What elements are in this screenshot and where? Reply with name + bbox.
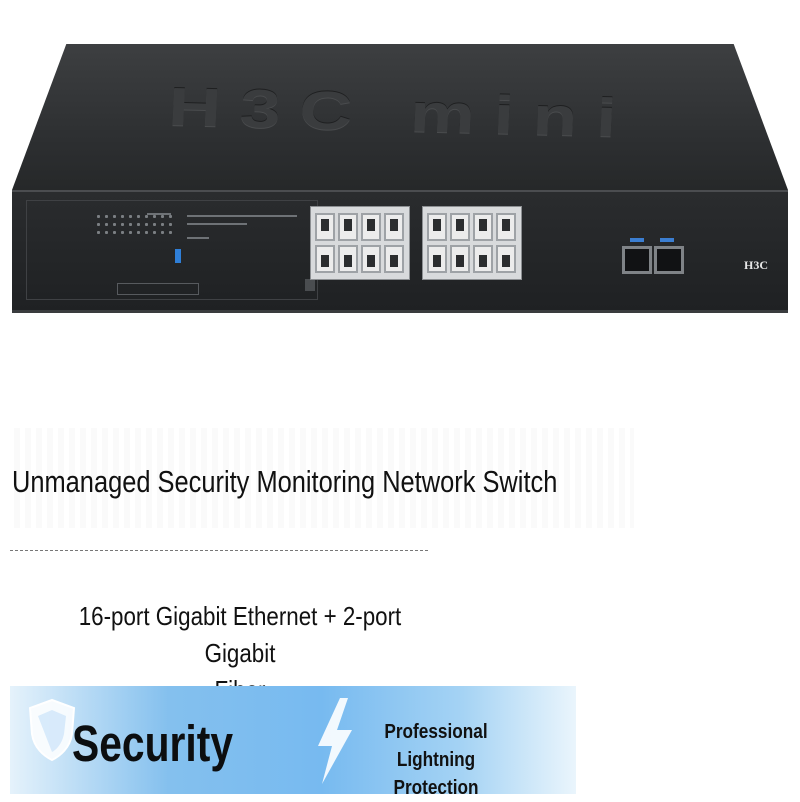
dashed-divider: [10, 550, 428, 551]
rj45-port: [473, 213, 493, 241]
port-status-led: [129, 223, 132, 226]
port-status-led: [137, 215, 140, 218]
product-image-network-switch: H3C mini H3C: [12, 44, 788, 334]
panel-label-mark: [187, 215, 297, 217]
rj45-port: [450, 245, 470, 273]
sfp-led: [660, 238, 674, 242]
decorative-ghost-band: [14, 428, 634, 528]
port-status-led: [145, 231, 148, 234]
port-status-led: [161, 215, 164, 218]
shield-icon: [28, 698, 76, 762]
spec-line-1: 16-port Gigabit Ethernet + 2-port Gigabi…: [78, 601, 402, 668]
port-status-led: [97, 223, 100, 226]
port-status-led: [161, 231, 164, 234]
switch-front-panel: H3C: [12, 190, 788, 313]
rj45-port: [496, 245, 516, 273]
status-panel: [26, 200, 318, 300]
rj45-port: [473, 245, 493, 273]
rj45-port: [496, 213, 516, 241]
port-status-led: [145, 223, 148, 226]
embossed-logo: H3C mini: [167, 76, 637, 150]
switch-top-cover: [12, 44, 788, 190]
rj45-port: [450, 213, 470, 241]
port-status-led: [105, 223, 108, 226]
port-status-led: [145, 215, 148, 218]
product-title: Unmanaged Security Monitoring Network Sw…: [12, 464, 558, 499]
power-led: [175, 249, 181, 263]
port-status-led: [153, 223, 156, 226]
rj45-port: [338, 245, 358, 273]
port-status-led: [113, 223, 116, 226]
lightning-icon: [318, 698, 352, 784]
panel-label-mark: [187, 223, 247, 225]
status-led-grid: [97, 215, 187, 241]
sfp-led: [630, 238, 644, 242]
port-status-led: [121, 223, 124, 226]
port-status-led: [169, 223, 172, 226]
port-status-led: [105, 231, 108, 234]
security-label: Security: [72, 715, 234, 772]
rj45-port-block-right: [422, 206, 522, 280]
rj45-port: [427, 245, 447, 273]
rj45-port: [315, 245, 335, 273]
port-status-led: [153, 231, 156, 234]
port-status-led: [161, 223, 164, 226]
lightning-line-2: Protection: [393, 777, 479, 799]
panel-label-mark: [187, 237, 209, 239]
panel-label-mark: [147, 213, 171, 215]
port-status-led: [97, 215, 100, 218]
rj45-port: [361, 213, 381, 241]
rj45-port: [427, 213, 447, 241]
rj45-port: [361, 245, 381, 273]
console-slot: [117, 283, 199, 295]
rj45-port-block-left: [310, 206, 410, 280]
rj45-port: [315, 213, 335, 241]
rj45-port: [384, 245, 404, 273]
rj45-port: [384, 213, 404, 241]
port-status-led: [153, 215, 156, 218]
port-status-led: [129, 215, 132, 218]
reset-button: [305, 279, 315, 291]
feature-banner: Security Professional Lightning Protecti…: [10, 686, 576, 799]
port-status-led: [169, 215, 172, 218]
port-status-led: [97, 231, 100, 234]
port-status-led: [113, 215, 116, 218]
port-status-led: [137, 231, 140, 234]
port-status-led: [169, 231, 172, 234]
port-status-led: [113, 231, 116, 234]
port-status-led: [129, 231, 132, 234]
port-status-led: [137, 223, 140, 226]
brand-label: H3C: [744, 258, 768, 272]
lightning-line-1: Professional Lightning: [384, 721, 488, 771]
lightning-protection-label: Professional Lightning Protection: [353, 718, 518, 802]
sfp-fiber-port: [622, 246, 652, 274]
sfp-fiber-port: [654, 246, 684, 274]
port-status-led: [121, 231, 124, 234]
port-status-led: [105, 215, 108, 218]
rj45-port: [338, 213, 358, 241]
port-status-led: [121, 215, 124, 218]
